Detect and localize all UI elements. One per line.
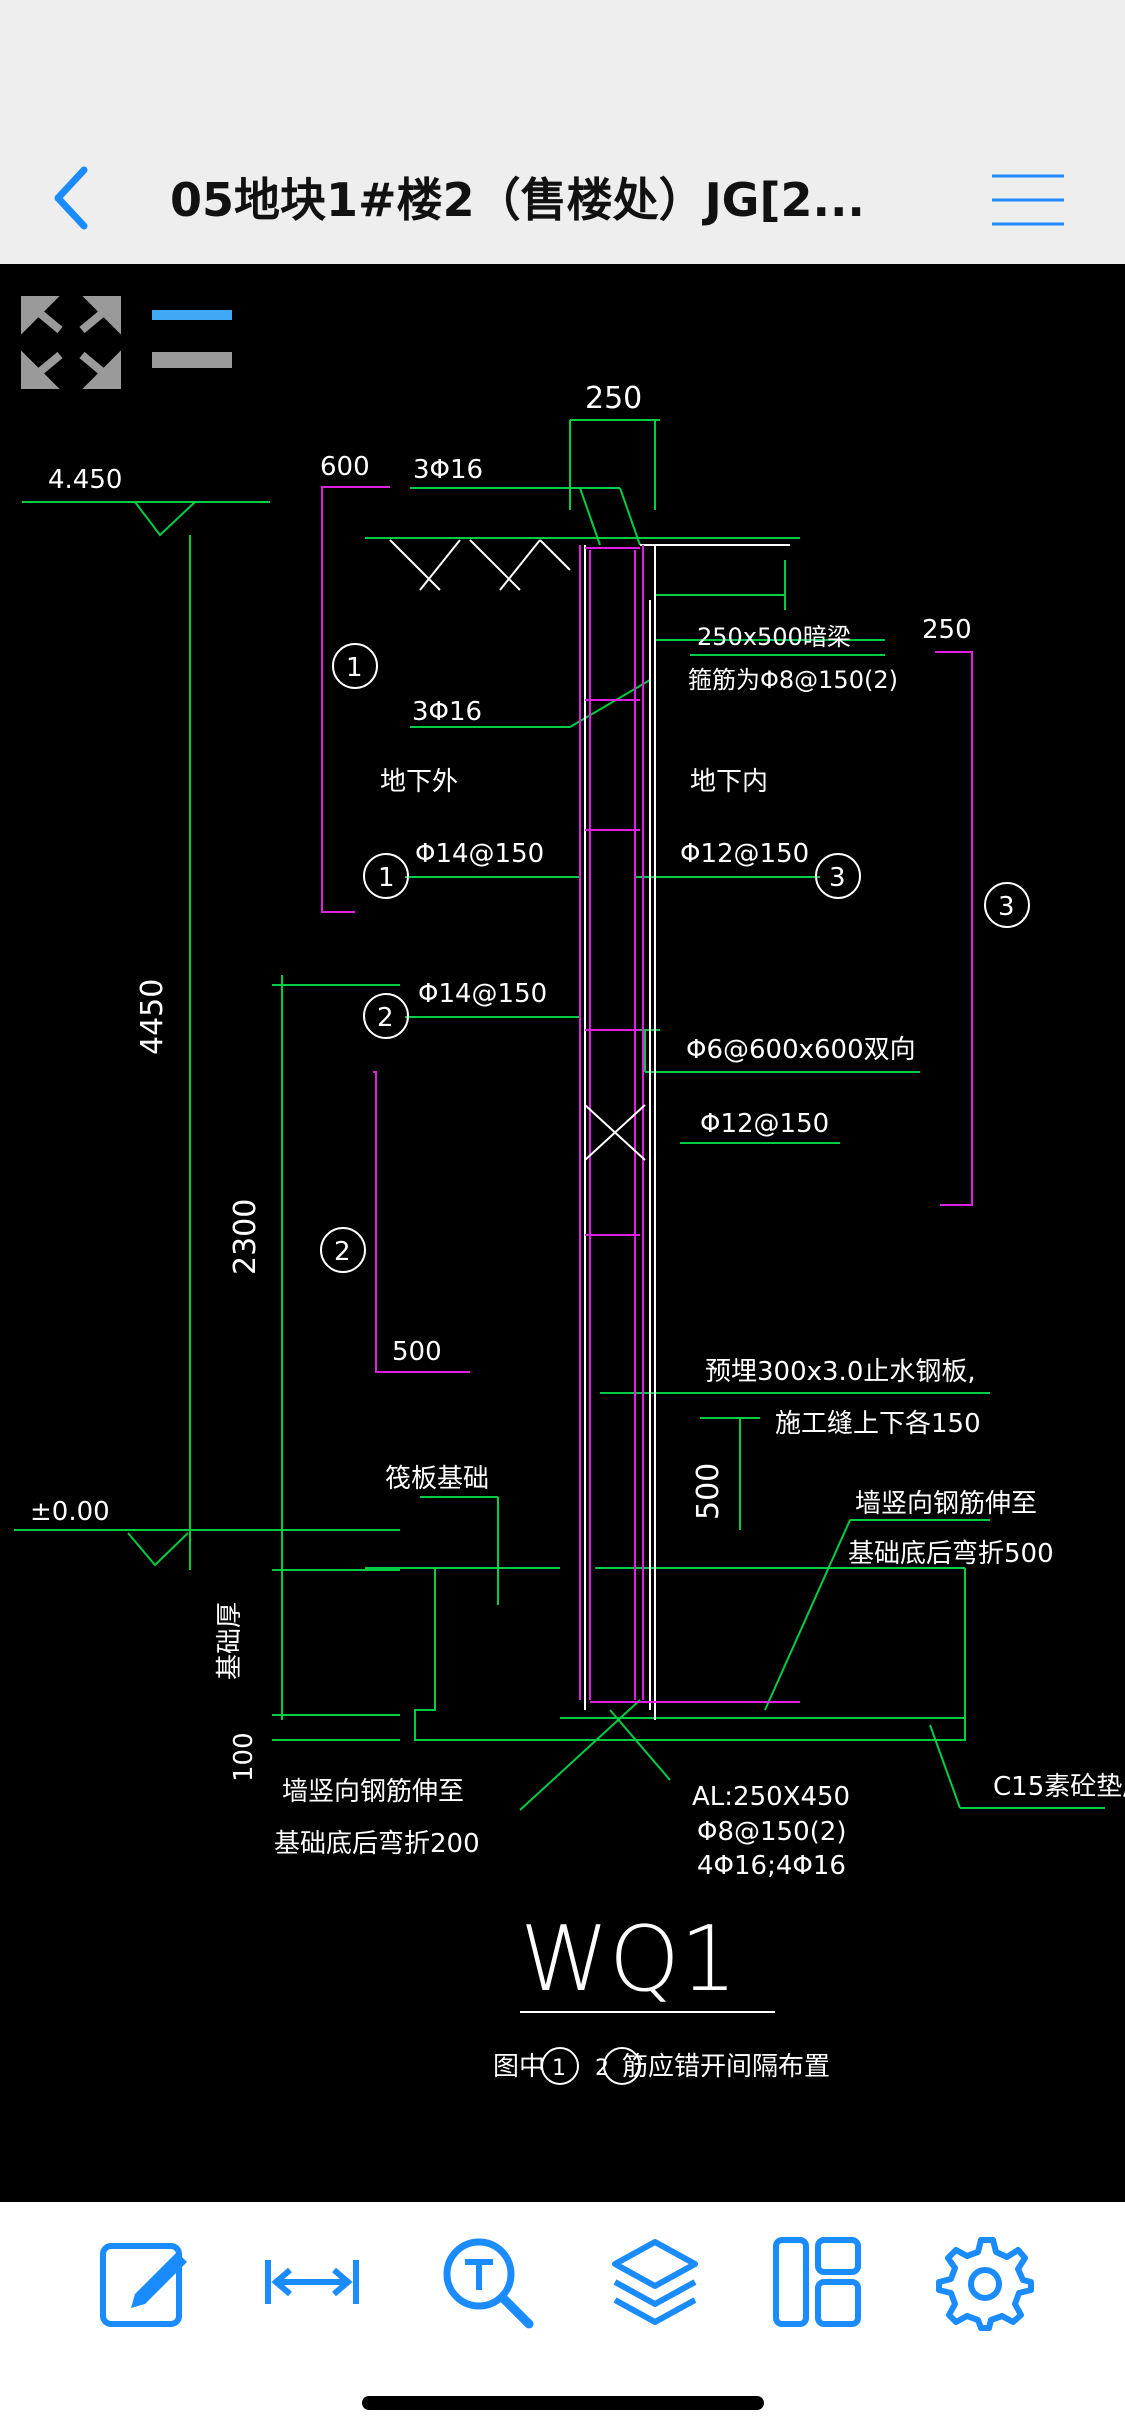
chevron-left-icon (54, 166, 88, 230)
foundation-thickness-label: 基础厚 (215, 1602, 245, 1680)
settings-button[interactable] (935, 2232, 1035, 2332)
beam-stirrup-label: 箍筋为Φ8@150(2) (688, 666, 898, 694)
elevation-zero-label: ±0.00 (30, 1497, 110, 1527)
status-bar (0, 0, 1125, 132)
text-search-button[interactable] (437, 2232, 537, 2332)
hamburger-icon (992, 174, 1064, 226)
layer-toggle-icon[interactable] (152, 310, 232, 368)
beam-label: 250x500暗梁 (697, 623, 851, 651)
rebar-top-label: 3Φ16 (413, 455, 483, 485)
note-suffix: 筋应错开间隔布置 (622, 2052, 830, 2082)
rebar-mid-label: 3Φ16 (412, 697, 482, 727)
rebar-3-label: Φ12@150 (680, 839, 809, 869)
gear-icon (936, 2237, 1034, 2331)
wall-bar-label-1: 墙竖向钢筋伸至 (855, 1489, 1037, 1519)
dim-4450-label: 4450 (135, 979, 170, 1055)
dim-500v-label: 500 (691, 1463, 726, 1520)
fullscreen-icon[interactable] (21, 296, 121, 389)
circle-2-label: 2 (377, 1003, 394, 1033)
note-prefix: 图中 (493, 2052, 545, 2082)
wall-bar-label-3: 墙竖向钢筋伸至 (282, 1777, 464, 1807)
circle-1-label: 1 (346, 653, 363, 683)
rebar-2-label: Φ14@150 (418, 979, 547, 1009)
dim-250-right-label: 250 (922, 615, 972, 645)
circle-1b-label: 1 (378, 863, 395, 893)
outside-label: 地下外 (380, 767, 458, 797)
wall-bar-label-4: 基础底后弯折200 (274, 1829, 480, 1859)
rebar-1-label: Φ14@150 (415, 839, 544, 869)
cad-drawing-canvas[interactable]: 4.450 600 3Φ16 250 250x500暗梁 箍筋为Φ8@150(2… (0, 264, 1125, 2202)
circle-2b-label: 2 (334, 1237, 351, 1267)
menu-button[interactable] (990, 170, 1066, 230)
measure-button[interactable] (262, 2232, 362, 2332)
al-label-3: 4Φ16;4Φ16 (697, 1851, 846, 1881)
layers-button[interactable] (605, 2232, 705, 2332)
c15-label: C15素砼垫层 (993, 1772, 1125, 1802)
note-circle-1: 1 (552, 2056, 566, 2081)
edit-button[interactable] (95, 2232, 195, 2332)
text-search-icon (443, 2238, 534, 2329)
inside-label: 地下内 (690, 767, 768, 797)
dim-600-label: 600 (320, 452, 370, 482)
circle-3b-label: 3 (998, 892, 1015, 922)
back-button[interactable] (40, 160, 110, 236)
rebar-h-label: Φ12@150 (700, 1109, 829, 1139)
edit-icon (100, 2243, 187, 2327)
wall-name-title: WQ1 (520, 1907, 737, 2012)
waterstop-label-1: 预埋300x3.0止水钢板, (705, 1357, 976, 1387)
dim-250-top-label: 250 (585, 381, 642, 416)
layout-button[interactable] (768, 2232, 868, 2332)
al-label-2: Φ8@150(2) (697, 1817, 846, 1847)
wall-bar-label-2: 基础底后弯折500 (848, 1539, 1054, 1569)
dim-500-label: 500 (392, 1337, 442, 1367)
elevation-top-label: 4.450 (48, 465, 122, 495)
circle-3-label: 3 (829, 863, 846, 893)
page-title: 05地块1#楼2（售楼处）JG[2... (170, 173, 865, 227)
home-indicator (362, 2396, 764, 2410)
layout-icon (773, 2237, 861, 2327)
tie-label: Φ6@600x600双向 (686, 1035, 916, 1065)
nav-header: 05地块1#楼2（售楼处）JG[2... (0, 132, 1125, 264)
layers-icon (612, 2239, 698, 2325)
raft-label: 筏板基础 (385, 1464, 489, 1494)
dim-100-label: 100 (229, 1732, 259, 1782)
al-label-1: AL:250X450 (692, 1782, 850, 1812)
dim-2300-label: 2300 (228, 1199, 263, 1275)
measure-icon (265, 2260, 359, 2304)
waterstop-label-2: 施工缝上下各150 (775, 1409, 981, 1439)
cad-drawing: 4.450 600 3Φ16 250 250x500暗梁 箍筋为Φ8@150(2… (14, 296, 1125, 2085)
